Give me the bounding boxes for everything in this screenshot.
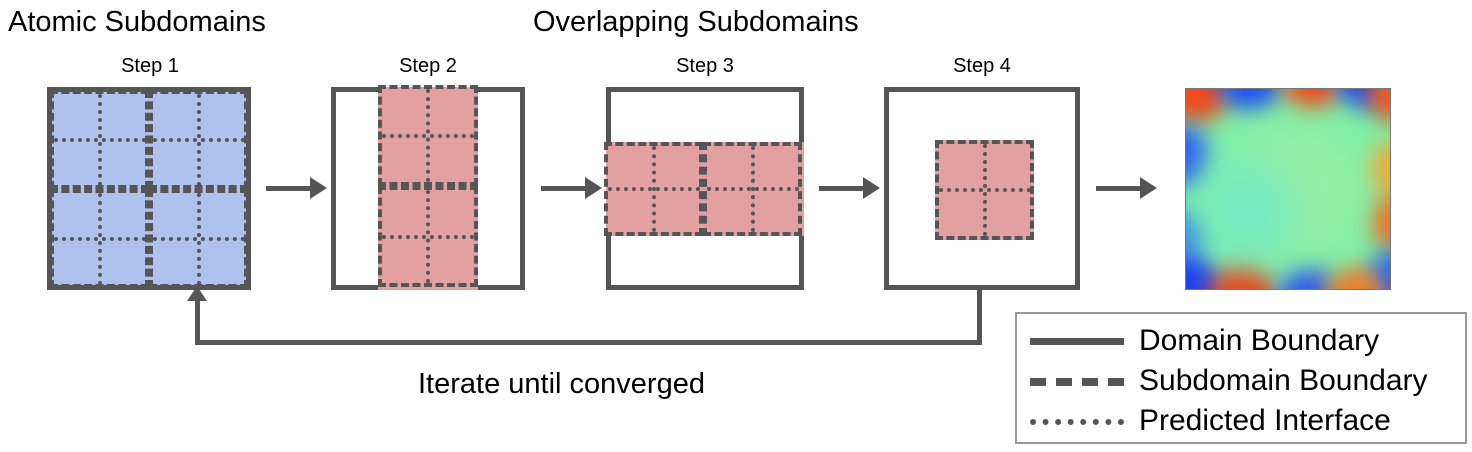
heatmap-hotspot [1186,125,1210,187]
predicted-interface-line [382,134,474,138]
legend-swatch-dotted-line [1030,417,1124,425]
panel-step-2 [331,85,525,290]
step-caption-2: Step 2 [399,55,457,77]
heatmap-hotspot [1218,89,1282,111]
legend-item-predicted-interface: Predicted Interface [1030,402,1460,440]
predicted-interface-line [54,237,146,241]
heatmap-interior-tint [1200,161,1296,259]
subdomain-cell [149,90,248,189]
flow-arrow [541,176,603,200]
legend-swatch-solid-line [1030,337,1124,345]
panel-step-1 [47,87,251,290]
group-title-overlapping-subdomains: Overlapping Subdomains [533,6,859,38]
subdomain-cell [378,186,478,287]
flow-arrow [1096,176,1158,200]
heatmap-hotspot [1368,89,1390,123]
subdomain-cell [50,90,149,189]
legend-swatch-dashed-line [1030,377,1124,386]
subdomain-cell [378,85,478,186]
heatmap-hotspot [1210,263,1276,289]
subdomain-cell [935,140,1034,240]
feedback-loop-label: Iterate until converged [418,368,705,400]
predicted-interface-line [153,138,245,142]
legend-label: Subdomain Boundary [1139,364,1428,397]
subdomain-cell [50,189,149,288]
predicted-interface-line [707,187,799,191]
feedback-loop-segment-vertical-left [195,300,200,345]
heatmap-hotspot [1282,89,1342,109]
panel-step-3 [604,87,804,290]
predicted-interface-line [608,187,700,191]
subdomain-cell [703,142,802,236]
heatmap-hotspot [1370,193,1390,251]
legend-label: Domain Boundary [1139,324,1380,357]
legend-label: Predicted Interface [1139,404,1391,437]
predicted-interface-line [54,138,146,142]
predicted-interface-line [153,237,245,241]
predicted-solution-heatmap [1185,88,1391,290]
step-caption-1: Step 1 [121,55,179,77]
heatmap-hotspot [1326,267,1384,289]
group-title-atomic-subdomains: Atomic Subdomains [8,6,266,38]
step-caption-3: Step 3 [676,55,734,77]
feedback-loop-segment-horizontal [195,340,982,345]
legend-box: Domain Boundary Subdomain Boundary Predi… [1015,312,1467,444]
subdomain-cell [604,142,703,236]
flow-arrow [266,176,328,200]
step-caption-4: Step 4 [953,55,1011,77]
panel-step-4 [884,87,1080,290]
predicted-interface-line [939,188,1031,192]
feedback-loop-segment-vertical-right [977,290,982,343]
legend-item-domain-boundary: Domain Boundary [1030,322,1460,360]
heatmap-hotspot [1368,141,1390,199]
legend-item-subdomain-boundary: Subdomain Boundary [1030,362,1460,400]
predicted-interface-line [382,235,474,239]
flow-arrow [819,176,881,200]
feedback-loop-arrowhead [187,286,207,301]
